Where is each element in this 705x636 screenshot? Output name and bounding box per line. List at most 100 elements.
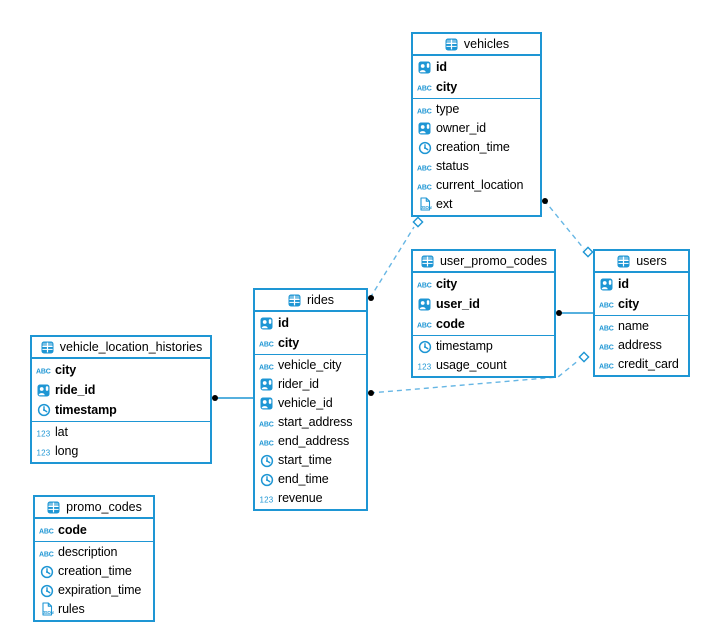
relationship-line-vehicles-users[interactable] — [543, 199, 585, 250]
table-header[interactable]: vehicles — [413, 34, 540, 56]
column-row[interactable]: creation_time — [35, 562, 153, 581]
column-row[interactable]: ABC status — [413, 157, 540, 176]
table-header[interactable]: vehicle_location_histories — [32, 337, 210, 359]
abc-icon: ABC — [417, 277, 432, 292]
svg-text:ABC: ABC — [599, 303, 614, 310]
json-icon: JSON — [417, 197, 432, 212]
svg-text:ABC: ABC — [417, 283, 432, 290]
table-header[interactable]: users — [595, 251, 688, 273]
column-row[interactable]: ABC type — [413, 100, 540, 119]
table-header[interactable]: rides — [255, 290, 366, 312]
column-row[interactable]: ABC name — [595, 317, 688, 336]
column-row[interactable]: timestamp — [413, 337, 554, 356]
table-header[interactable]: promo_codes — [35, 497, 153, 519]
column-row[interactable]: end_time — [255, 470, 366, 489]
column-row[interactable]: expiration_time — [35, 581, 153, 600]
abc-icon: ABC — [417, 80, 432, 95]
abc-icon: ABC — [259, 358, 274, 373]
column-row[interactable]: ABC start_address — [255, 413, 366, 432]
clock-icon — [259, 472, 274, 487]
column-name: vehicle_city — [278, 358, 342, 373]
column-name: credit_card — [618, 357, 679, 372]
table-icon — [40, 340, 55, 355]
column-name: current_location — [436, 178, 524, 193]
column-row[interactable]: ride_id — [32, 380, 210, 400]
svg-text:ABC: ABC — [417, 86, 432, 93]
svg-text:123: 123 — [418, 362, 432, 371]
svg-text:ABC: ABC — [417, 108, 432, 115]
column-row[interactable]: id — [595, 274, 688, 294]
column-name: timestamp — [55, 402, 117, 417]
column-row[interactable]: id — [413, 57, 540, 77]
column-row[interactable]: id — [255, 313, 366, 333]
table-title: user_promo_codes — [439, 254, 547, 268]
column-name: revenue — [278, 491, 323, 506]
relationship-line-rides-vehicles[interactable] — [369, 226, 415, 299]
column-row[interactable]: ABC city — [413, 77, 540, 97]
table-header[interactable]: user_promo_codes — [413, 251, 554, 273]
column-row[interactable]: timestamp — [32, 400, 210, 420]
column-name: end_address — [278, 434, 350, 449]
column-name: name — [618, 319, 649, 334]
column-name: expiration_time — [58, 583, 142, 598]
column-row[interactable]: 123 usage_count — [413, 356, 554, 375]
column-row[interactable]: start_time — [255, 451, 366, 470]
column-row[interactable]: ABC vehicle_city — [255, 356, 366, 375]
id-badge-icon — [259, 316, 274, 331]
column-row[interactable]: creation_time — [413, 138, 540, 157]
column-row[interactable]: vehicle_id — [255, 394, 366, 413]
column-name: type — [436, 102, 460, 117]
column-row[interactable]: user_id — [413, 294, 554, 314]
table-icon — [444, 37, 459, 52]
primary-key-section: id ABC city — [413, 56, 540, 99]
abc-icon: ABC — [259, 415, 274, 430]
svg-text:ABC: ABC — [259, 421, 274, 428]
table-vehicles[interactable]: vehicles id ABC city ABC type owner_id cre… — [411, 32, 542, 217]
column-name: address — [618, 338, 662, 353]
column-name: id — [278, 315, 289, 330]
column-name: id — [436, 59, 447, 74]
id-badge-icon — [259, 396, 274, 411]
relationship-diamond-endpoint — [578, 351, 590, 363]
column-name: start_address — [278, 415, 353, 430]
column-name: lat — [55, 425, 68, 440]
svg-text:ABC: ABC — [36, 369, 51, 376]
column-row[interactable]: rider_id — [255, 375, 366, 394]
svg-text:123: 123 — [37, 448, 51, 457]
column-name: city — [436, 79, 458, 94]
column-name: usage_count — [436, 358, 507, 373]
column-name: ride_id — [55, 382, 96, 397]
column-name: status — [436, 159, 469, 174]
svg-text:ABC: ABC — [417, 165, 432, 172]
column-row[interactable]: owner_id — [413, 119, 540, 138]
clock-icon — [39, 564, 54, 579]
svg-text:ABC: ABC — [599, 325, 614, 332]
table-title: vehicles — [463, 37, 510, 51]
